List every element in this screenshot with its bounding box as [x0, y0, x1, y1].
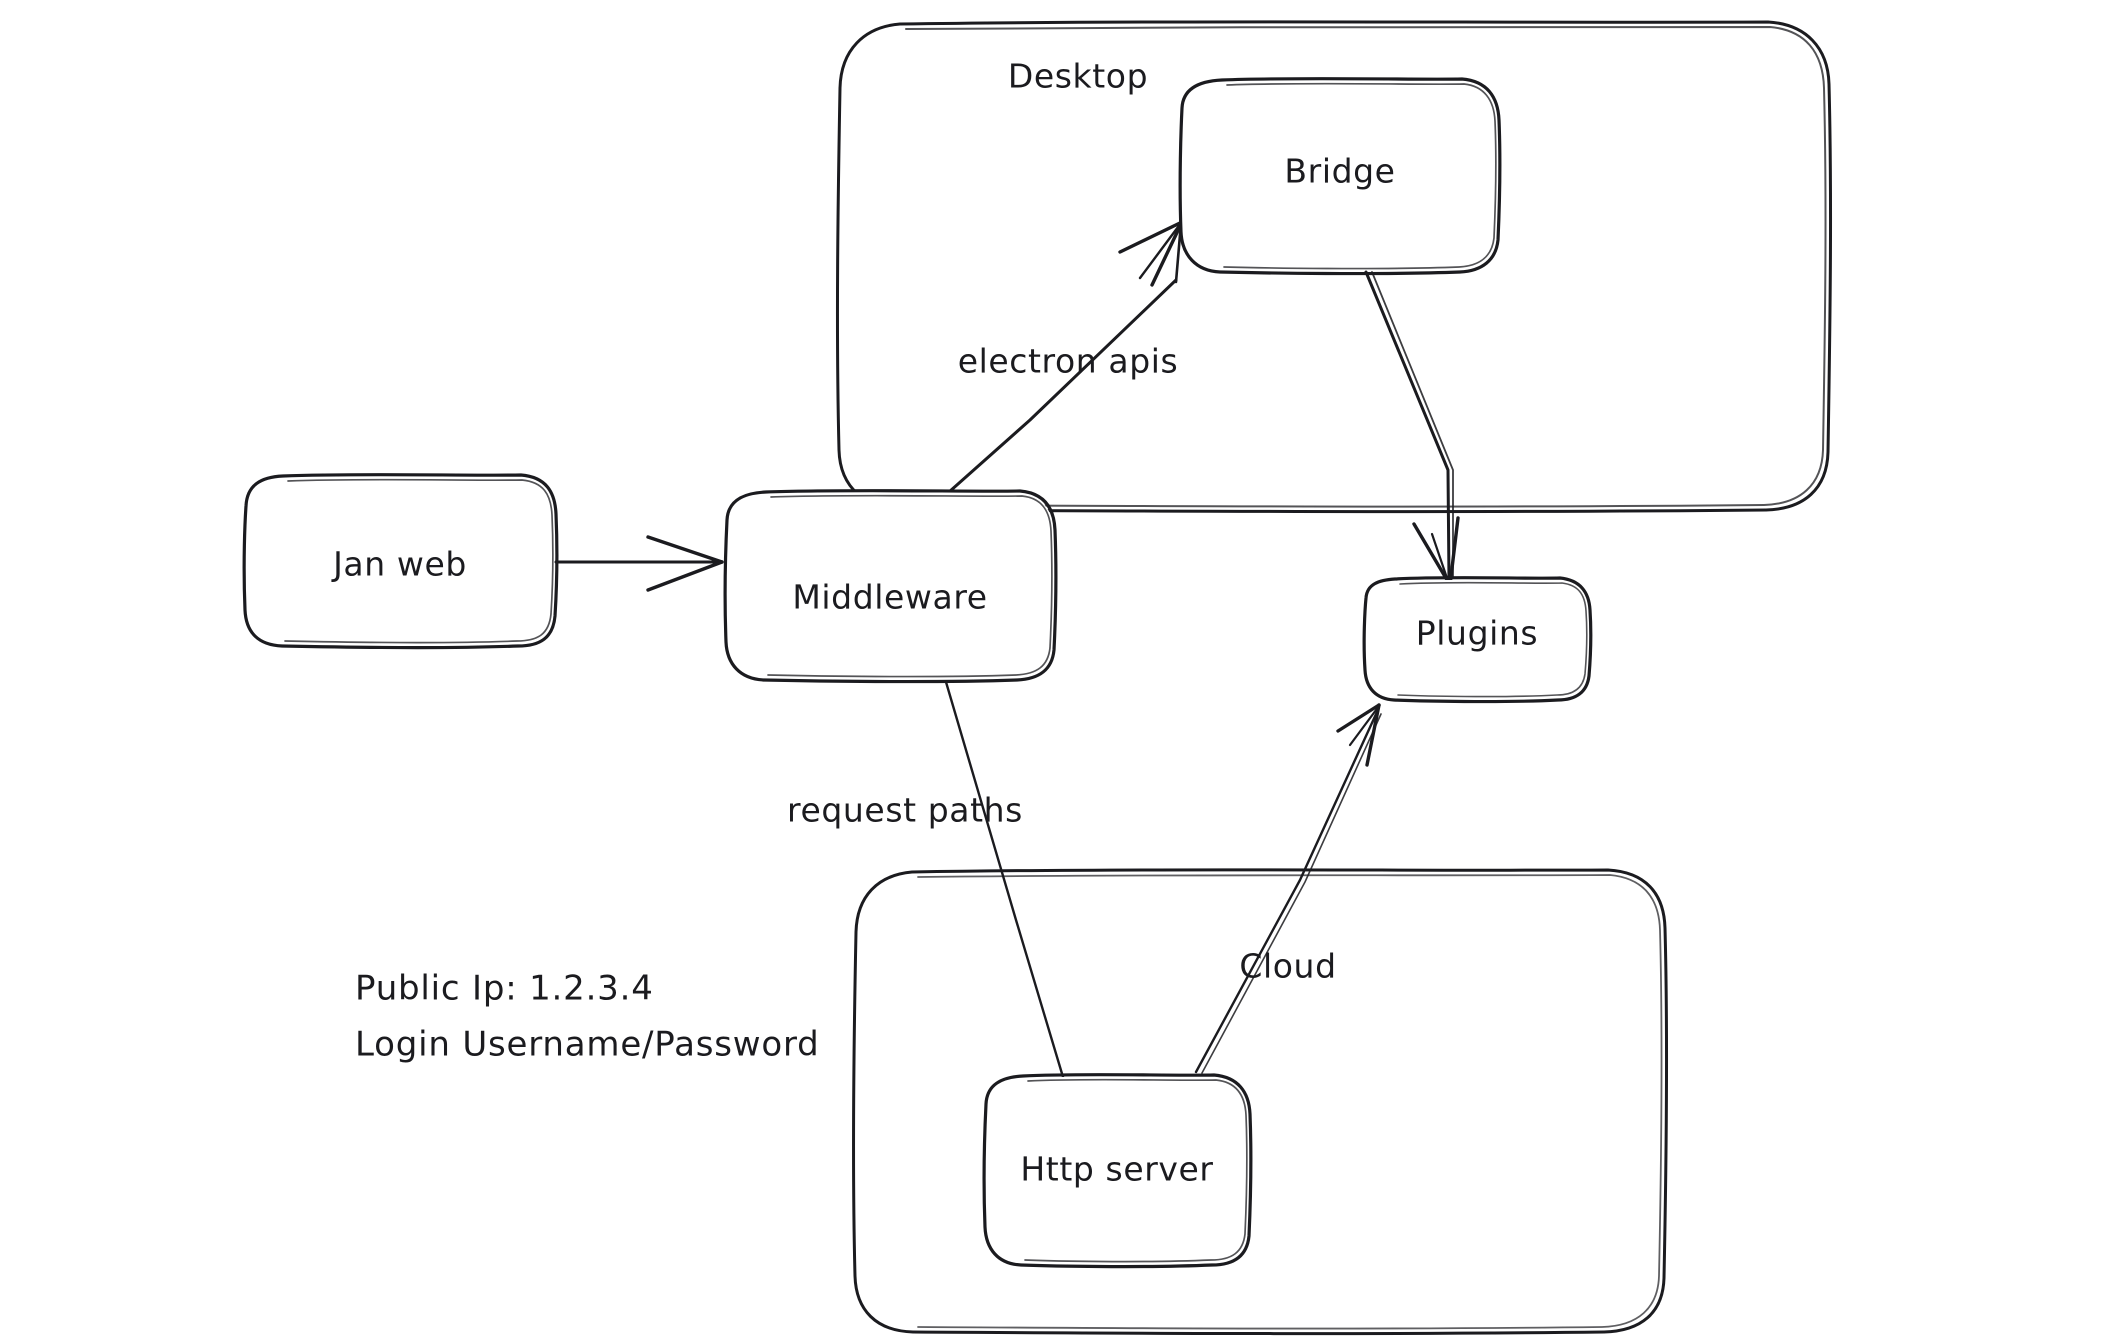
bridge-outline	[1178, 77, 1502, 276]
middleware-fill	[727, 492, 1053, 678]
request-paths-line	[944, 680, 1065, 1079]
edge-bridge-to-plugins	[1364, 270, 1460, 587]
cloud-group-label: Cloud	[1239, 947, 1336, 986]
bridge-plugins-line-2	[1371, 271, 1454, 579]
bridge-outline-2	[1223, 82, 1497, 270]
bridge-fill	[1182, 80, 1498, 270]
edge-label-electron-apis: electron apis	[958, 342, 1179, 381]
middleware-outline	[723, 489, 1058, 684]
node-middleware[interactable]: Middleware	[723, 489, 1058, 684]
http-server-fill	[987, 1077, 1248, 1263]
edge-label-request-paths: request paths	[787, 791, 1023, 830]
jan-web-label: Jan web	[331, 545, 467, 584]
edge-httpserver-to-middleware: request paths	[787, 680, 1065, 1079]
bridge-plugins-arrowhead-2	[1448, 516, 1460, 587]
bridge-label: Bridge	[1284, 152, 1395, 191]
group-desktop: Desktop	[835, 20, 1833, 514]
node-jan-web[interactable]: Jan web	[242, 473, 559, 650]
bridge-plugins-line	[1364, 270, 1451, 582]
cloud-container-outline	[851, 868, 1669, 1336]
edge-janweb-to-middleware	[554, 535, 724, 592]
httpserver-plugins-line-2	[1201, 713, 1382, 1074]
http-server-label: Http server	[1020, 1150, 1213, 1189]
http-server-outline-2	[1024, 1078, 1248, 1263]
notes-block: Public Ip: 1.2.3.4 Login Username/Passwo…	[355, 969, 820, 1065]
http-server-outline	[982, 1073, 1253, 1269]
desktop-container-outline-2	[905, 26, 1827, 508]
middleware-outline-2	[767, 494, 1053, 678]
jan-web-fill	[247, 477, 553, 643]
note-login-credentials: Login Username/Password	[355, 1025, 820, 1065]
edge-middleware-to-bridge: electron apis	[938, 220, 1184, 502]
plugins-outline-2	[1397, 581, 1588, 698]
bridge-plugins-arrowhead-3	[1430, 532, 1451, 586]
httpserver-plugins-arrowhead-2	[1365, 703, 1381, 767]
jan-web-outline-2	[284, 478, 554, 644]
node-plugins[interactable]: Plugins	[1362, 576, 1593, 704]
node-bridge[interactable]: Bridge	[1178, 77, 1502, 276]
electron-apis-arrowhead-2	[1150, 220, 1184, 287]
httpserver-plugins-arrowhead-3	[1348, 704, 1381, 747]
janweb-middleware-arrowhead-upper	[646, 535, 724, 564]
group-cloud: Cloud	[851, 868, 1669, 1336]
electron-apis-line	[938, 278, 1178, 502]
middleware-label: Middleware	[792, 578, 987, 617]
httpserver-plugins-line	[1194, 710, 1379, 1074]
node-http-server[interactable]: Http server	[982, 1073, 1253, 1269]
bridge-plugins-arrowhead	[1412, 522, 1452, 587]
electron-apis-arrowhead	[1118, 220, 1184, 254]
electron-apis-arrowhead-3	[1138, 221, 1183, 280]
cloud-container-outline-2	[917, 874, 1663, 1330]
desktop-group-label: Desktop	[1008, 57, 1148, 96]
plugins-label: Plugins	[1416, 614, 1538, 653]
jan-web-outline	[242, 473, 559, 650]
edge-httpserver-to-plugins	[1194, 703, 1382, 1074]
httpserver-plugins-arrowhead	[1336, 703, 1381, 733]
note-public-ip: Public Ip: 1.2.3.4	[355, 969, 654, 1009]
janweb-middleware-arrowhead-lower	[646, 560, 724, 592]
desktop-container-outline	[835, 20, 1833, 514]
plugins-fill	[1367, 580, 1588, 698]
plugins-outline	[1362, 576, 1593, 704]
